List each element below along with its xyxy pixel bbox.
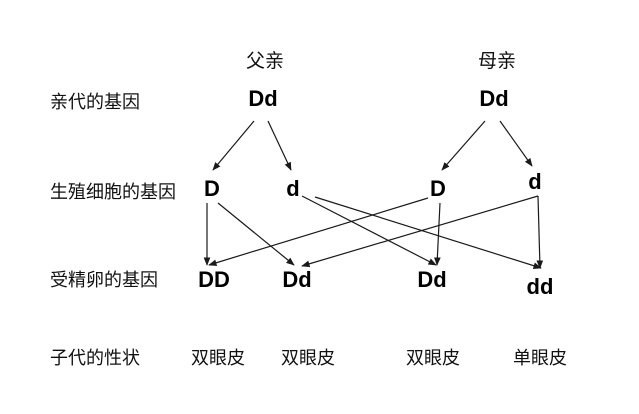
row-label-offspring-traits: 子代的性状 [50,348,140,369]
mother-gamete-D: D [430,176,446,201]
father-label: 父亲 [246,50,284,72]
arrow-mother-D-to-DD [208,197,429,267]
zygote-Dd-2: Dd [417,267,446,292]
zygote-DD: DD [198,267,230,292]
arrow-mother-to-gamete-d [499,120,533,167]
offspring-trait-4: 单眼皮 [513,348,567,369]
arrow-father-to-gamete-D [212,120,255,171]
arrow-father-d-to-Dd-2 [301,195,437,266]
arrow-mother-d-to-Dd-1 [301,195,539,268]
father-gamete-d: d [286,176,299,201]
arrow-mother-d-to-dd [536,195,544,269]
offspring-trait-3: 双眼皮 [406,348,460,369]
mother-label: 母亲 [478,50,516,72]
mother-genotype: Dd [479,86,508,111]
offspring-trait-1: 双眼皮 [191,348,245,369]
row-label-fertilized-egg-genes: 受精卵的基因 [50,270,158,291]
row-label-parent-genes: 亲代的基因 [50,92,140,113]
arrow-mother-to-gamete-D [441,120,486,171]
arrow-mother-D-to-Dd-2 [434,202,441,266]
father-gamete-D: D [204,176,220,201]
zygote-dd: dd [527,274,554,299]
zygote-Dd-1: Dd [282,267,311,292]
offspring-trait-2: 双眼皮 [281,348,335,369]
father-genotype: Dd [248,86,277,111]
arrow-father-d-to-dd [314,196,542,269]
arrow-father-D-to-Dd-1 [217,202,295,266]
mother-gamete-d: d [528,169,541,194]
row-label-germ-cell-genes: 生殖细胞的基因 [50,181,176,203]
arrow-father-to-gamete-d [267,120,292,171]
